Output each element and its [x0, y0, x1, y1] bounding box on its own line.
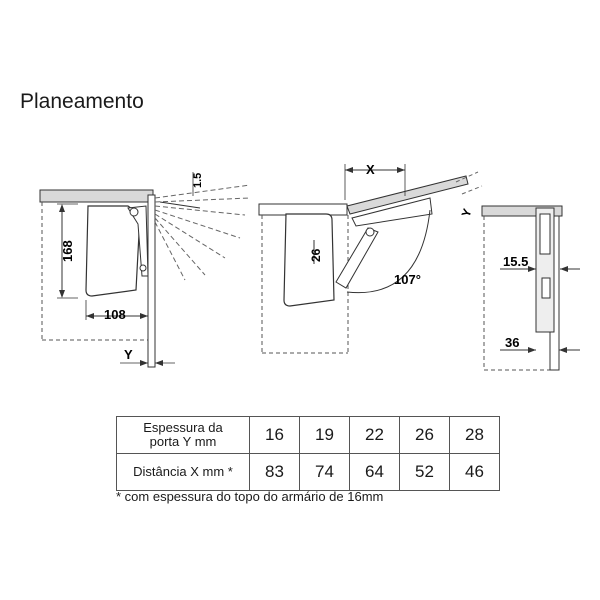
angle-107-label: 107° — [394, 272, 421, 287]
dim-1.5-label: 1.5 — [192, 173, 204, 188]
page-title: Planeamento — [20, 90, 144, 113]
row-label-thickness: Espessura da porta Y mm — [116, 416, 250, 454]
table-cell: 74 — [299, 453, 350, 491]
dim-36-label: 36 — [505, 335, 519, 350]
dim-108-label: 108 — [104, 307, 126, 322]
footnote: * com espessura do topo do armário de 16… — [116, 489, 384, 504]
dim-26-label: 26 — [309, 248, 323, 262]
dim-x-label: X — [366, 162, 375, 177]
table-row: Distância X mm * 83 74 64 52 46 — [116, 453, 500, 491]
drawing-2-open-position: X Y 26 107° — [258, 162, 483, 354]
dim-y-label-1: Y — [124, 347, 133, 362]
table-cell: 22 — [349, 416, 400, 454]
table-cell: 46 — [449, 453, 500, 491]
drawing-1-closed-position: 1.5 168 108 Y — [39, 172, 251, 368]
table-cell: 19 — [299, 416, 350, 454]
dim-15.5-label: 15.5 — [503, 254, 528, 269]
spec-table: Espessura da porta Y mm 16 19 22 26 28 D… — [116, 416, 500, 491]
row-label-thickness-line2: porta Y mm — [149, 434, 217, 449]
dim-y-label-2: Y — [459, 207, 475, 219]
table-row: Espessura da porta Y mm 16 19 22 26 28 — [116, 416, 500, 454]
row-label-thickness-line1: Espessura da — [143, 420, 223, 435]
row-label-distance: Distância X mm * — [116, 453, 250, 491]
table-cell: 52 — [399, 453, 450, 491]
dim-168-label: 168 — [60, 240, 75, 262]
table-cell: 16 — [249, 416, 300, 454]
drawing-3-side-view: 15.5 36 — [481, 205, 580, 371]
table-cell: 28 — [449, 416, 500, 454]
table-cell: 64 — [349, 453, 400, 491]
table-cell: 83 — [249, 453, 300, 491]
table-cell: 26 — [399, 416, 450, 454]
